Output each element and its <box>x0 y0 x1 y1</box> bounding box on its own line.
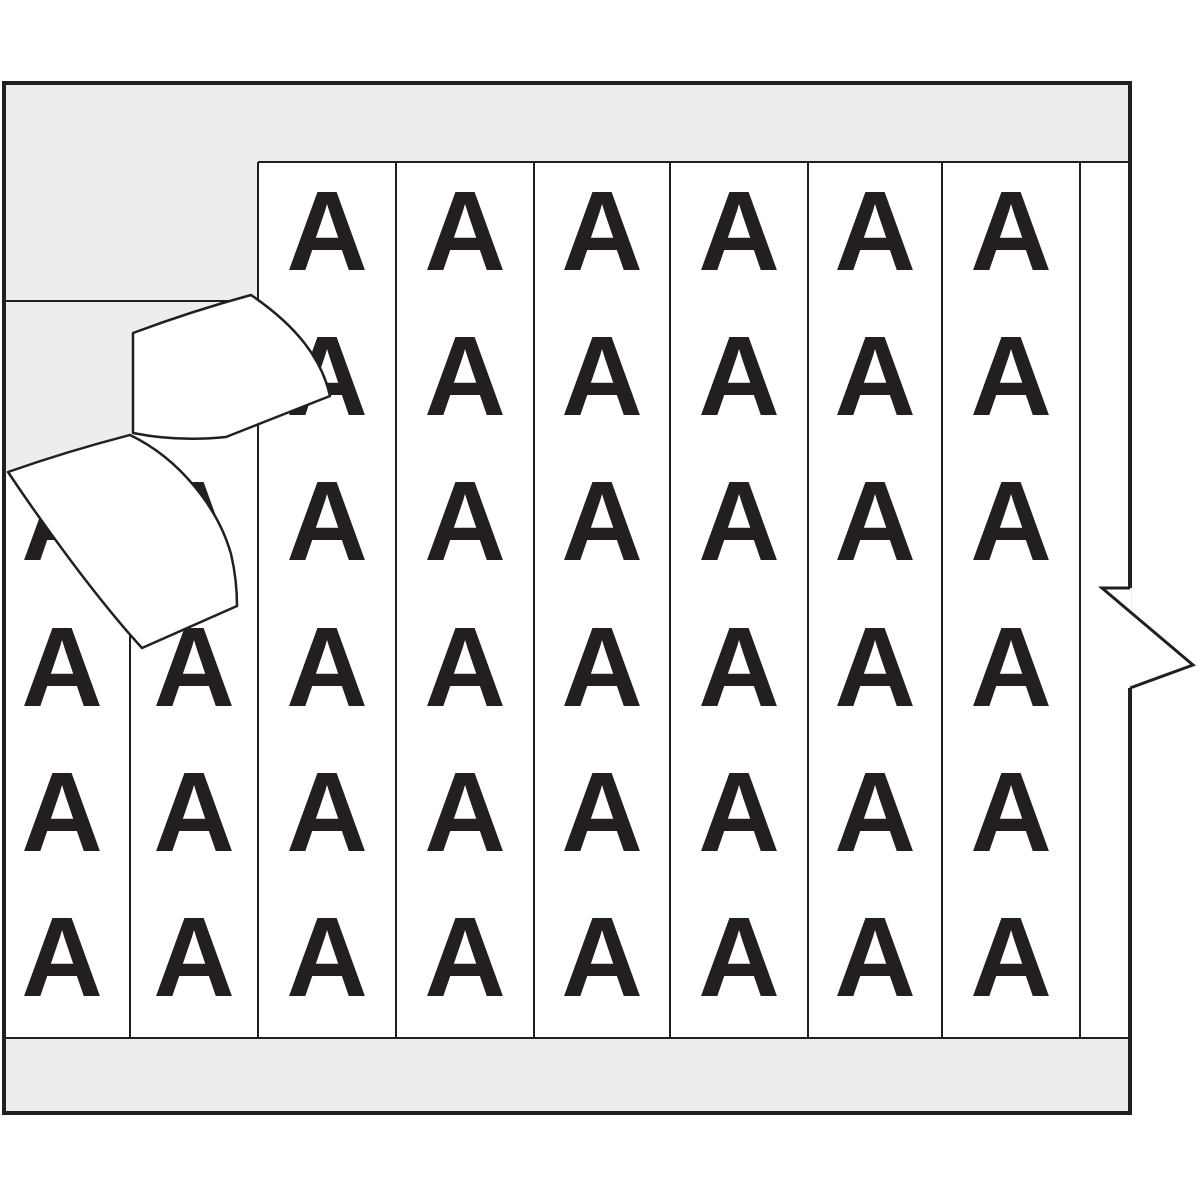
strip-edge-lines <box>4 161 1130 1039</box>
marker-letter: A <box>286 604 368 730</box>
marker-letter: A <box>970 604 1052 730</box>
marker-letter: A <box>970 458 1052 584</box>
marker-letter: A <box>561 313 643 439</box>
marker-letter: A <box>698 313 780 439</box>
marker-letter: A <box>698 458 780 584</box>
marker-letter: A <box>286 168 368 294</box>
peeled-label-upper <box>131 293 332 441</box>
marker-letter: A <box>561 749 643 875</box>
marker-letter: A <box>153 894 235 1020</box>
label-strip-area-right <box>258 162 1131 1038</box>
marker-letter: A <box>424 894 506 1020</box>
pull-tab-arrow <box>1097 586 1196 690</box>
marker-letter: A <box>698 168 780 294</box>
marker-letter: A <box>834 458 916 584</box>
marker-letter: A <box>286 749 368 875</box>
marker-letter: A <box>424 749 506 875</box>
exposed-liner-area <box>4 295 251 474</box>
marker-letter: A <box>561 458 643 584</box>
card-border <box>2 81 1132 1115</box>
marker-letter: A <box>286 458 368 584</box>
marker-letter: A <box>834 894 916 1020</box>
marker-letter: A <box>21 894 103 1020</box>
marker-letter: A <box>698 749 780 875</box>
marker-letter: A <box>834 749 916 875</box>
marker-letter: A <box>424 313 506 439</box>
marker-letter: A <box>970 749 1052 875</box>
marker-letter: A <box>561 168 643 294</box>
marker-letter: A <box>834 168 916 294</box>
marker-letter: A <box>561 604 643 730</box>
marker-letter: A <box>834 604 916 730</box>
marker-letter: A <box>698 894 780 1020</box>
marker-letter: A <box>834 313 916 439</box>
marker-letter: A <box>698 604 780 730</box>
marker-letter: A <box>970 894 1052 1020</box>
marker-letter: A <box>153 749 235 875</box>
marker-letter: A <box>561 894 643 1020</box>
marker-letter: A <box>424 604 506 730</box>
marker-letter: A <box>970 313 1052 439</box>
marker-letter: A <box>424 458 506 584</box>
peeled-label-lower <box>6 433 239 650</box>
marker-letter: A <box>21 604 103 730</box>
marker-letter: A <box>21 749 103 875</box>
marker-letter: A <box>286 894 368 1020</box>
marker-letter: A <box>970 168 1052 294</box>
marker-letter: A <box>424 168 506 294</box>
